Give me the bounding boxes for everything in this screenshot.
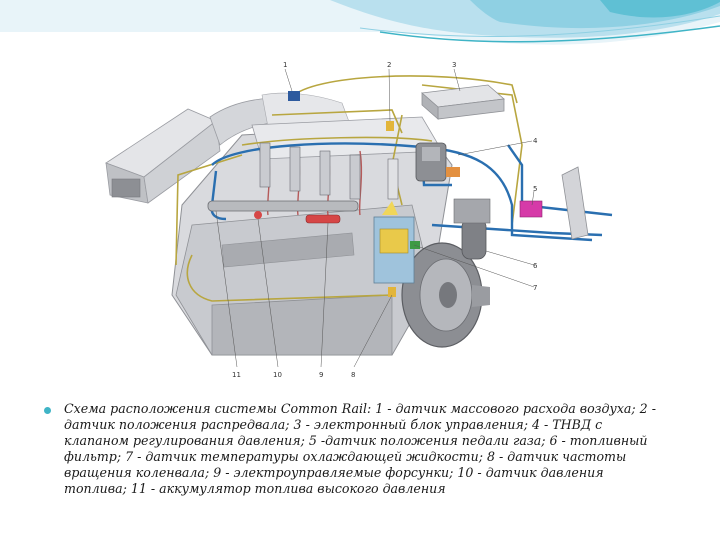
callout-9: 9 bbox=[319, 371, 323, 379]
callout-11: 11 bbox=[232, 371, 241, 379]
callout-7: 7 bbox=[533, 284, 537, 292]
callout-8: 8 bbox=[351, 371, 355, 379]
common-rail-diagram: 1 2 3 4 5 6 7 8 9 10 11 bbox=[92, 55, 622, 385]
callout-5: 5 bbox=[533, 185, 537, 193]
accelerator-pedal bbox=[520, 167, 588, 239]
callout-3: 3 bbox=[452, 61, 456, 69]
callout-10: 10 bbox=[273, 371, 282, 379]
high-pressure-pump bbox=[416, 143, 460, 181]
caption-text: Схема расположения системы Common Rail: … bbox=[64, 401, 669, 497]
callout-4: 4 bbox=[533, 137, 538, 145]
caption: Схема расположения системы Common Rail: … bbox=[44, 401, 674, 497]
ecu-unit bbox=[422, 85, 504, 119]
callout-6: 6 bbox=[533, 262, 538, 270]
callout-2: 2 bbox=[387, 61, 391, 69]
callout-1: 1 bbox=[283, 61, 287, 69]
bullet-icon bbox=[44, 407, 51, 414]
